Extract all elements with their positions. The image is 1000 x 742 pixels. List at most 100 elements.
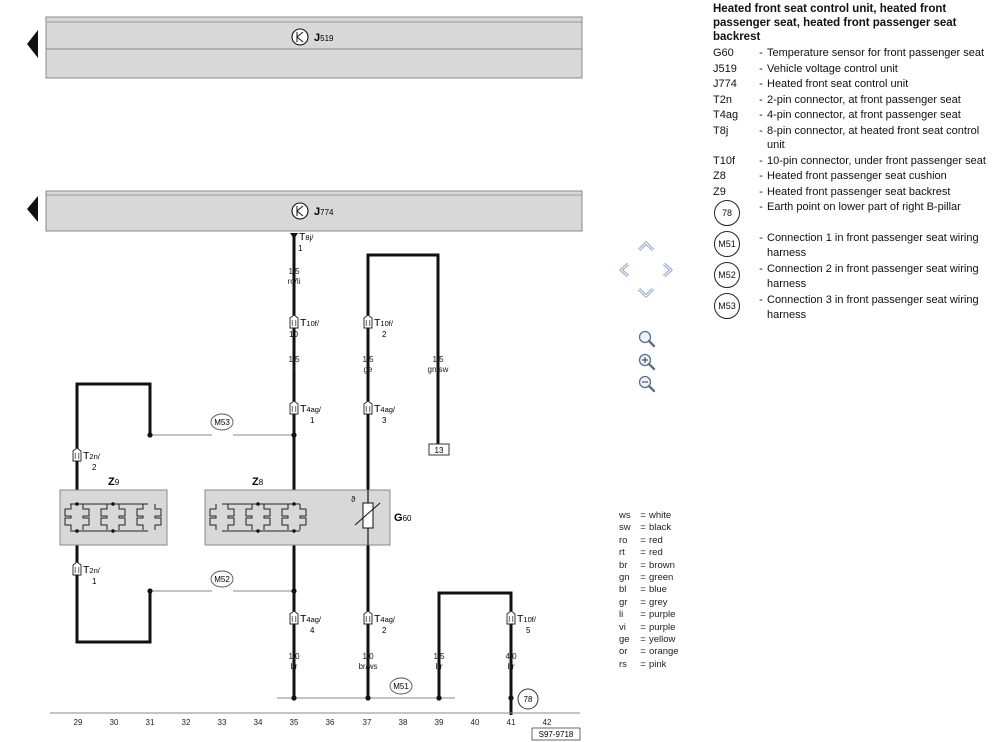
connector-t2n-2[interactable]: T2n/ 2 (72, 447, 101, 472)
legend-item-circle: M52-Connection 2 in front passenger seat… (713, 262, 997, 292)
color-entry: ro=red (619, 534, 663, 546)
circle-earth-78[interactable] (517, 688, 539, 710)
track-numbers: 29 30 31 32 33 34 35 36 37 38 39 40 41 4… (74, 718, 552, 727)
wire-label: ro/li (288, 277, 301, 286)
connector-t10f-10[interactable]: T10f/ 10 (289, 314, 320, 339)
svg-text:T2n/: T2n/ (83, 450, 101, 462)
legend-title: Heated front seat control unit, heated f… (713, 3, 957, 43)
circle-m51[interactable] (389, 677, 413, 695)
connector-t2n-1[interactable]: T2n/ 1 (72, 561, 101, 586)
color-entry: rs=pink (619, 658, 667, 670)
svg-text:3: 3 (382, 416, 387, 425)
color-entry: rt=red (619, 547, 663, 559)
zoom-fit-icon[interactable] (638, 330, 656, 348)
svg-text:T8j/: T8j/ (299, 231, 314, 243)
svg-text:29: 29 (74, 718, 83, 727)
wire-label: 1,5 (432, 355, 444, 364)
svg-text:2: 2 (382, 626, 387, 635)
svg-text:34: 34 (254, 718, 263, 727)
svg-text:T2n/: T2n/ (83, 564, 101, 576)
color-entry: ws=white (619, 510, 672, 521)
navigation-controls (612, 236, 682, 406)
wire-label: br (290, 662, 297, 671)
wire-label: 4,0 (505, 652, 517, 661)
pan-down-icon[interactable] (637, 287, 655, 298)
wire-label: ge (364, 365, 373, 374)
svg-text:2: 2 (382, 330, 387, 339)
diagram-id-box (531, 727, 581, 741)
wire-label: br (435, 662, 442, 671)
wire-label: 1,0 (362, 652, 374, 661)
j774-label: J774 (314, 206, 334, 218)
svg-text:41: 41 (507, 718, 516, 727)
legend-item-circle: M51-Connection 1 in front passenger seat… (713, 231, 997, 261)
legend-item: J774-Heated front seat control unit (713, 78, 909, 90)
pan-up-icon[interactable] (637, 241, 655, 252)
legend-item: T8j-8-pin connector, at heated front sea… (713, 124, 980, 152)
color-entry: ge=yellow (619, 634, 676, 646)
svg-text:38: 38 (399, 718, 408, 727)
pan-right-icon[interactable] (663, 262, 673, 278)
svg-text:T10f/: T10f/ (300, 317, 320, 329)
junction-dots (147, 432, 514, 701)
svg-text:37: 37 (363, 718, 372, 727)
svg-text:5: 5 (526, 626, 531, 635)
j774-arrow-icon[interactable] (27, 196, 38, 222)
svg-text:T4ag/: T4ag/ (374, 403, 396, 415)
color-entry: gn=green (619, 572, 674, 584)
svg-text:30: 30 (110, 718, 119, 727)
color-entry: br=brown (619, 559, 675, 571)
j519-label: J519 (314, 32, 334, 44)
wiring-diagram: J519 J774 Z9 (27, 16, 583, 741)
wire-label: 1,0 (288, 652, 300, 661)
legend-item: T10f-10-pin connector, under front passe… (713, 154, 986, 167)
legend-item-circle: M53-Connection 3 in front passenger seat… (713, 293, 997, 323)
connector-t4ag-2[interactable]: T4ag/ 2 (363, 610, 396, 635)
j519-arrow-icon[interactable] (27, 30, 38, 58)
connector-t4ag-4[interactable]: T4ag/ 4 (289, 610, 322, 635)
connector-t10f-5[interactable]: T10f/ 5 (506, 610, 537, 635)
color-entry: sw=black (619, 522, 672, 534)
svg-text:2: 2 (92, 463, 97, 472)
wire-label: 1,5 (288, 355, 300, 364)
legend-item: Z8-Heated front passenger seat cushion (713, 170, 947, 182)
z9-heater-box[interactable] (59, 489, 168, 546)
svg-text:33: 33 (218, 718, 227, 727)
t8j-pin-arrow-icon (290, 233, 298, 239)
circle-m53[interactable] (210, 413, 234, 431)
svg-text:4: 4 (310, 626, 315, 635)
g60-sensor-icon: ϑ (351, 490, 381, 545)
svg-text:1: 1 (92, 577, 97, 586)
color-entry: li=purple (619, 609, 676, 621)
connector-t4ag-1[interactable]: T4ag/ 1 (289, 400, 322, 425)
svg-text:10: 10 (289, 330, 298, 339)
circle-m52[interactable] (210, 570, 234, 588)
ref-box-13[interactable] (428, 443, 450, 456)
j519-unit-box[interactable] (45, 16, 583, 79)
connector-t10f-2[interactable]: T10f/ 2 (363, 314, 394, 339)
svg-text:40: 40 (471, 718, 480, 727)
zoom-in-icon[interactable] (638, 353, 656, 371)
svg-text:35: 35 (290, 718, 299, 727)
j774-unit-box[interactable] (45, 190, 583, 232)
wire-label: br (507, 662, 514, 671)
color-entry: bl=blue (619, 584, 667, 596)
wiring-diagram-svg: J519 J774 Z9 (27, 16, 583, 741)
pan-left-icon[interactable] (619, 262, 629, 278)
connector-t8j-1[interactable]: T8j/ 1 (298, 231, 314, 253)
z9-label: Z9 (108, 476, 120, 488)
color-entry: vi=purple (619, 621, 676, 633)
color-entry: or=orange (619, 646, 679, 658)
legend-item: G60-Temperature sensor for front passeng… (713, 47, 985, 59)
zoom-out-icon[interactable] (638, 375, 656, 393)
z8-heater-box[interactable] (204, 489, 391, 546)
legend-item-circle: 78-Earth point on lower part of right B-… (713, 200, 997, 230)
svg-text:31: 31 (146, 718, 155, 727)
circle-m51-label: M51 (393, 682, 409, 691)
wire-label: 1,5 (288, 267, 300, 276)
svg-text:T4ag/: T4ag/ (374, 613, 396, 625)
z8-label: Z8 (252, 476, 264, 488)
wire-bundle (75, 233, 513, 715)
wire-label: br/ws (358, 662, 377, 671)
connector-t4ag-3[interactable]: T4ag/ 3 (363, 400, 396, 425)
